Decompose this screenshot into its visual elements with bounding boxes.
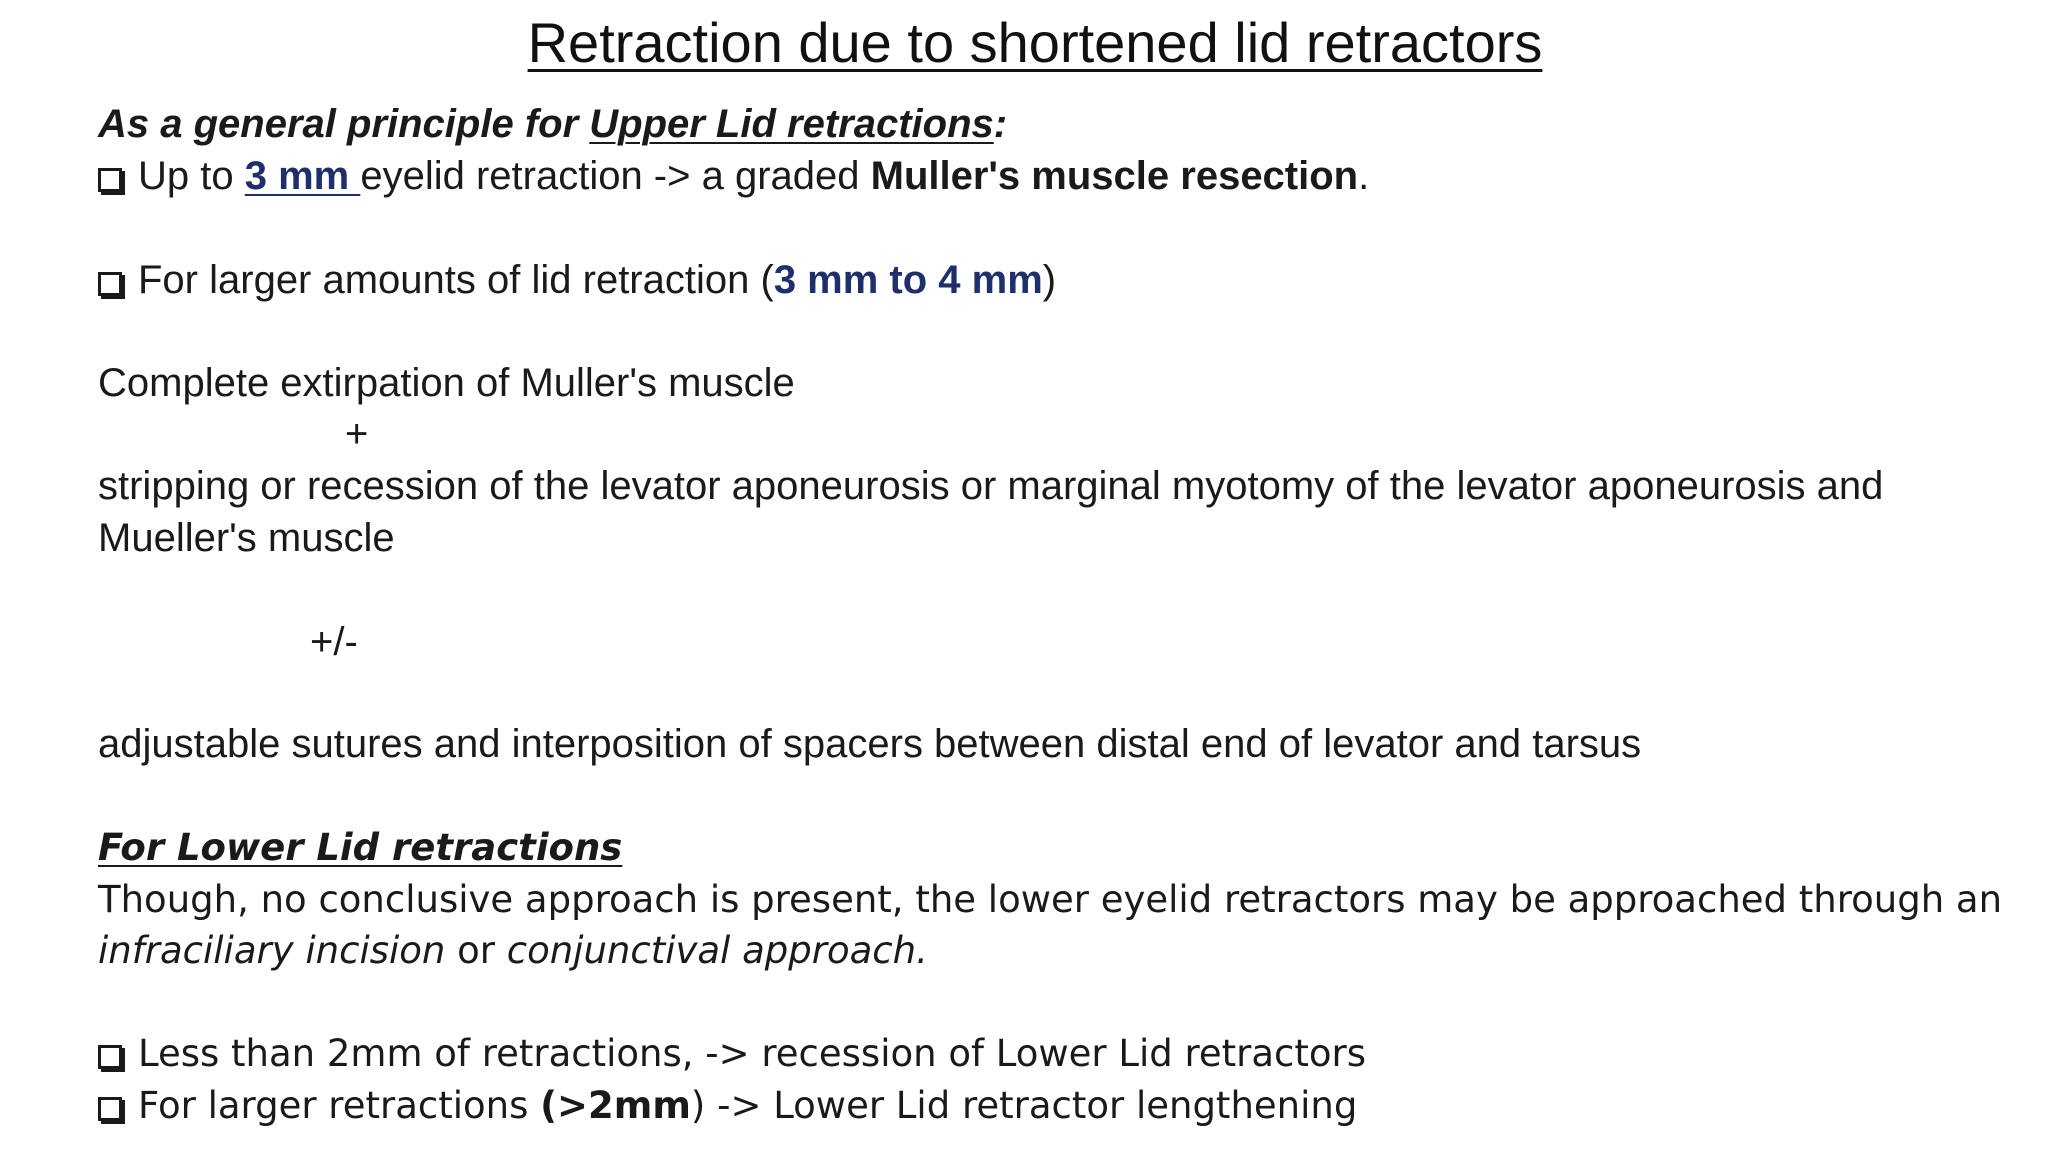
- line-stripping-recession: stripping or recession of the levator ap…: [98, 464, 1884, 508]
- lower-bullet-2-bold: (>2mm: [540, 1084, 691, 1127]
- upper-heading-link: Upper Lid retractions: [589, 102, 994, 146]
- upper-bullet-2-end: ): [1042, 258, 1057, 302]
- upper-bullet-1-pre: Up to: [138, 154, 245, 198]
- lower-bullet-2: For larger retractions (>2mm) -> Lower L…: [98, 1080, 1357, 1132]
- lower-bullet-1: Less than 2mm of retractions, -> recessi…: [98, 1028, 1366, 1080]
- lower-lid-heading: For Lower Lid retractions: [98, 826, 623, 869]
- line-mueller-muscle: Mueller's muscle: [98, 516, 395, 560]
- infraciliary-incision-text: infraciliary incision: [98, 929, 446, 972]
- upper-bullet-1: Up to 3 mm eyelid retraction -> a graded…: [98, 150, 1369, 202]
- upper-bullet-1-mid: eyelid retraction -> a graded: [360, 154, 871, 198]
- plus-minus-sign: +/-: [310, 620, 358, 664]
- lower-bullet-2-end: ) -> Lower Lid retractor lengthening: [690, 1084, 1358, 1127]
- lower-line-1: Though, no conclusive approach is presen…: [98, 878, 2003, 921]
- checkbox-bullet-icon: [98, 1097, 122, 1121]
- lower-line-2: infraciliary incision or conjunctival ap…: [98, 925, 928, 977]
- upper-bullet-2-pre: For larger amounts of lid retraction (: [138, 258, 774, 302]
- upper-bullet-1-amount: 3 mm: [244, 154, 361, 198]
- line-adjustable-sutures: adjustable sutures and interposition of …: [98, 722, 1642, 766]
- upper-bullet-2-amount: 3 mm to 4 mm: [773, 258, 1043, 302]
- checkbox-bullet-icon: [98, 272, 122, 296]
- upper-lid-heading: As a general principle for Upper Lid ret…: [98, 98, 1007, 150]
- lower-bullet-2-pre: For larger retractions: [138, 1084, 541, 1127]
- upper-bullet-1-end: .: [1358, 154, 1370, 198]
- lower-line-2-mid: or: [445, 929, 507, 972]
- plus-sign: +: [345, 412, 369, 456]
- upper-bullet-2: For larger amounts of lid retraction (3 …: [98, 254, 1056, 306]
- upper-heading-suffix: :: [993, 102, 1008, 146]
- lower-bullet-1-text: Less than 2mm of retractions, -> recessi…: [138, 1032, 1367, 1075]
- conjunctival-approach-text: conjunctival approach.: [506, 929, 928, 972]
- upper-heading-prefix: As a general principle for: [98, 102, 590, 146]
- checkbox-bullet-icon: [98, 1045, 122, 1069]
- checkbox-bullet-icon: [98, 168, 122, 192]
- upper-bullet-1-bold: Muller's muscle resection: [870, 154, 1359, 198]
- slide-title: Retraction due to shortened lid retracto…: [527, 11, 1543, 74]
- line-complete-extirpation: Complete extirpation of Muller's muscle: [98, 361, 795, 405]
